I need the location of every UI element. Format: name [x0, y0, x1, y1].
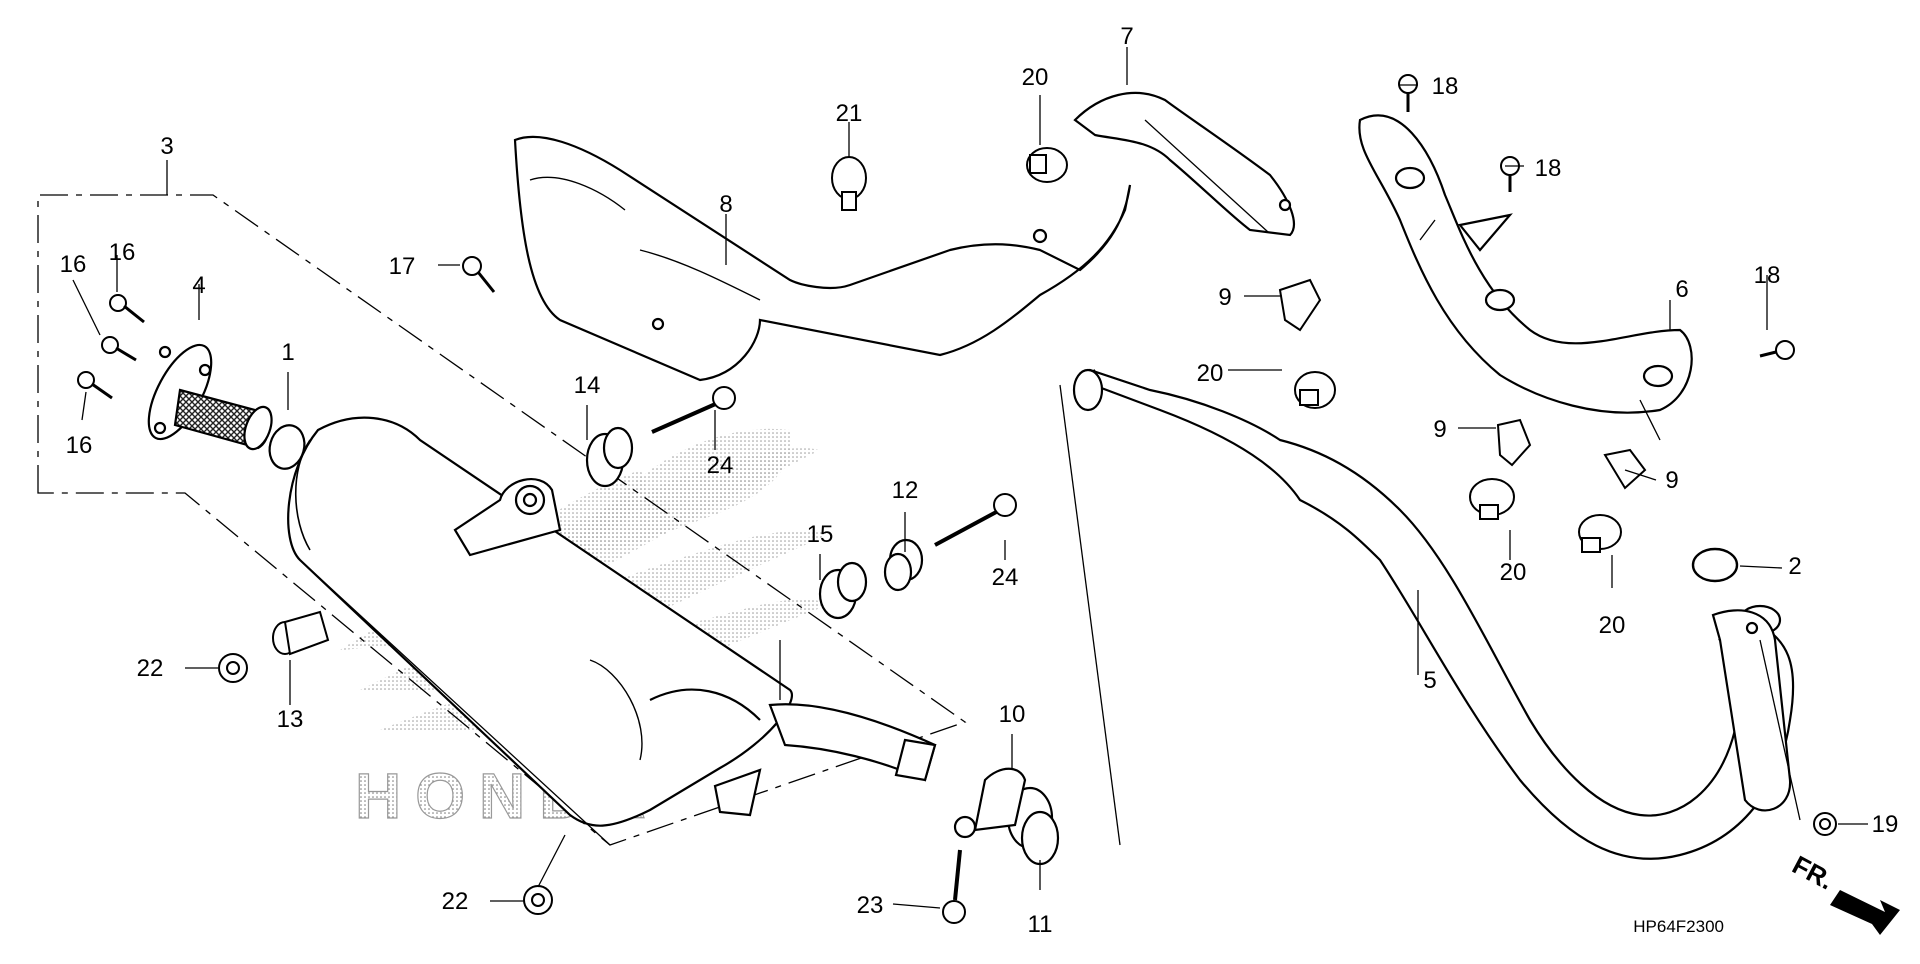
callout-9a: 9: [1218, 284, 1231, 311]
leader-lines: [72, 47, 1868, 909]
muffler-assembly-bracket: [37, 194, 967, 846]
callout-9b: 9: [1433, 416, 1446, 443]
callout-8: 8: [719, 191, 732, 218]
callout-15: 15: [807, 521, 834, 548]
front-direction-arrow: FR.: [1788, 849, 1900, 935]
callout-3: 3: [160, 133, 173, 160]
muffler-joint: [953, 767, 1060, 866]
muffler: [147, 343, 937, 827]
callout-14: 14: [574, 372, 601, 399]
callout-20a: 20: [1022, 64, 1049, 91]
fasteners: [77, 74, 1837, 924]
callout-4: 4: [192, 272, 205, 299]
callout-23: 23: [857, 892, 884, 919]
arrow-icon: [1830, 890, 1900, 935]
callout-20b: 20: [1197, 360, 1224, 387]
callout-18b: 18: [1535, 155, 1562, 182]
callout-24b: 24: [992, 564, 1019, 591]
callout-9c: 9: [1665, 467, 1678, 494]
callout-19: 19: [1872, 811, 1899, 838]
exhaust-pipe: [1072, 368, 1795, 860]
callout-10: 10: [999, 701, 1026, 728]
callouts: 1 2 3 4 5 6 7 8 9 9 9 10 11 12 13 14 15 …: [60, 23, 1899, 938]
callout-16a: 16: [109, 239, 136, 266]
callout-22b: 22: [442, 888, 469, 915]
callout-5: 5: [1423, 667, 1436, 694]
callout-20d: 20: [1599, 612, 1626, 639]
callout-7: 7: [1120, 23, 1133, 50]
callout-1: 1: [281, 339, 294, 366]
callout-11: 11: [1028, 911, 1053, 938]
callout-18c: 18: [1754, 262, 1781, 289]
callout-2: 2: [1788, 553, 1801, 580]
mounting-rubbers: [585, 426, 924, 620]
gasket: [268, 424, 306, 470]
callout-18a: 18: [1432, 73, 1459, 100]
callout-20c: 20: [1500, 559, 1527, 586]
muffler-heat-shield: [513, 135, 1132, 382]
callout-6: 6: [1675, 276, 1688, 303]
exhaust-gasket: [1691, 547, 1739, 583]
callout-22a: 22: [137, 655, 164, 682]
callout-13: 13: [277, 706, 304, 733]
callout-21: 21: [836, 100, 863, 127]
diagram-code: HP64F2300: [1633, 917, 1724, 936]
callout-24a: 24: [707, 452, 734, 479]
callout-12: 12: [892, 477, 919, 504]
clamps: [831, 147, 1647, 553]
callout-16b: 16: [60, 251, 87, 278]
exhaust-pipe-protector-upper: [1073, 91, 1295, 237]
callout-16c: 16: [66, 432, 93, 459]
exhaust-pipe-lower-section: [1711, 609, 1792, 812]
callout-17: 17: [389, 253, 416, 280]
direction-label: FR.: [1788, 849, 1839, 895]
exhaust-pipe-protector-right: [1358, 114, 1693, 414]
